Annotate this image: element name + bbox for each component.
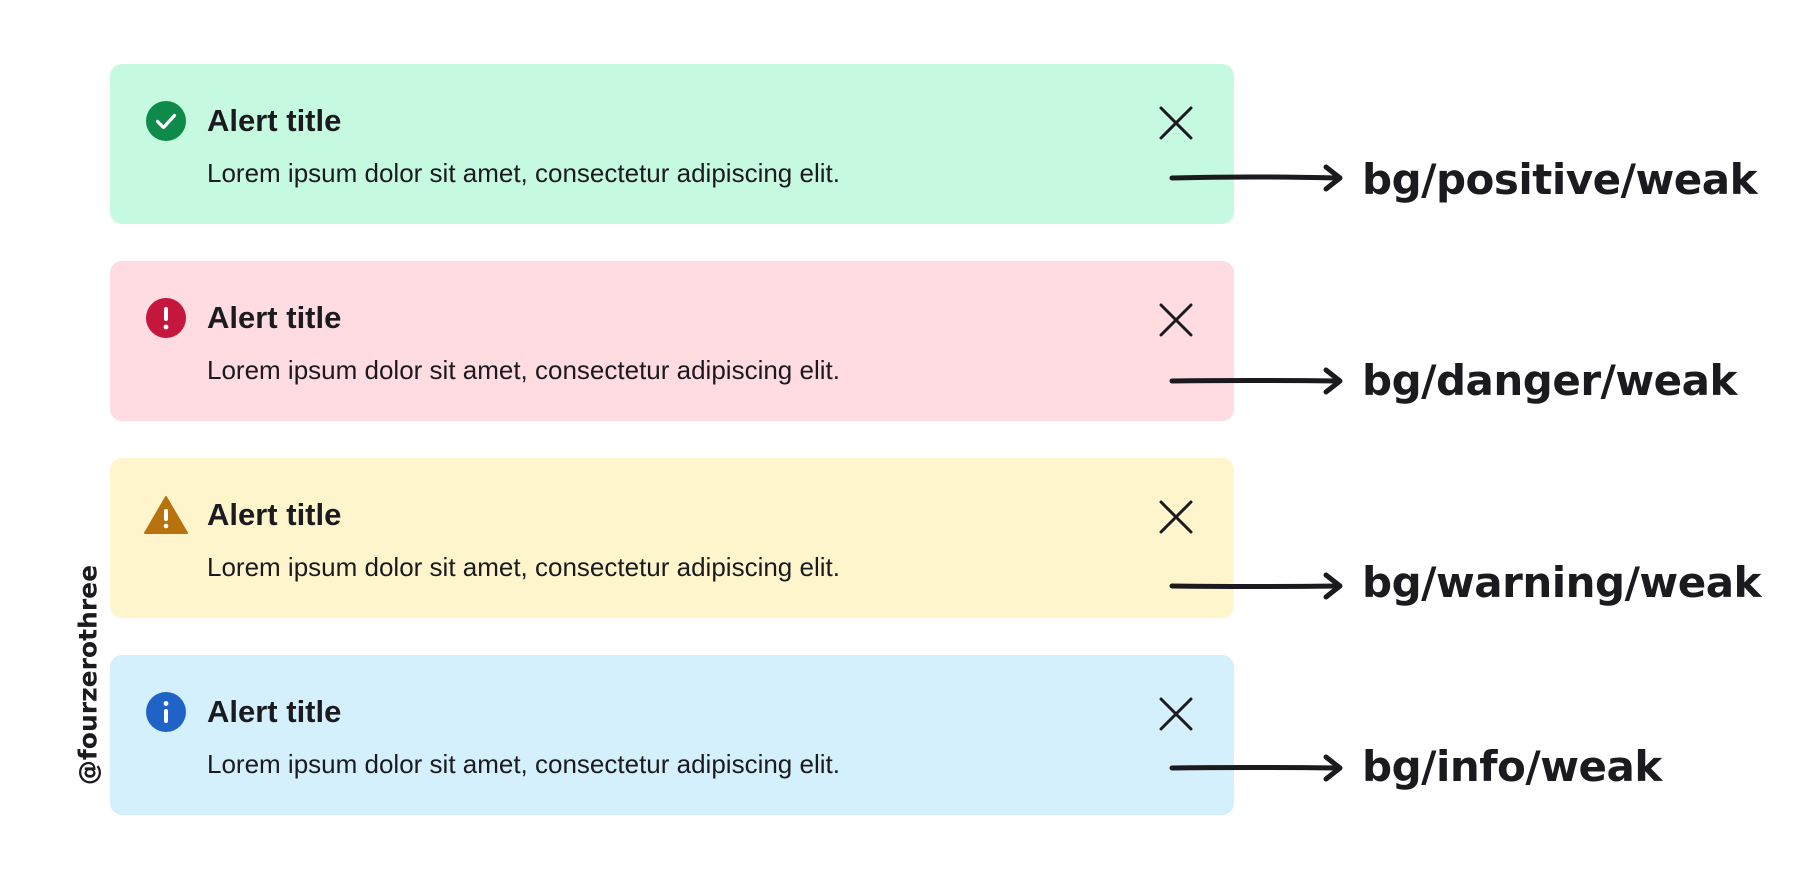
alert-title: Alert title	[207, 300, 342, 335]
close-icon[interactable]	[1159, 500, 1193, 534]
close-icon[interactable]	[1159, 106, 1193, 140]
check-circle-icon	[146, 101, 186, 141]
arrow-right-icon	[1169, 753, 1348, 783]
token-label: bg/info/weak	[1362, 742, 1662, 791]
alert-info: Alert title Lorem ipsum dolor sit amet, …	[110, 655, 1234, 815]
token-label: bg/danger/weak	[1362, 356, 1737, 405]
alert-title: Alert title	[207, 497, 342, 532]
alert-title: Alert title	[207, 694, 342, 729]
alert-warning: Alert title Lorem ipsum dolor sit amet, …	[110, 458, 1234, 618]
alert-message: Lorem ipsum dolor sit amet, consectetur …	[207, 749, 840, 779]
arrow-right-icon	[1169, 571, 1348, 601]
exclamation-circle-icon	[146, 298, 186, 338]
token-label: bg/warning/weak	[1362, 558, 1762, 607]
close-icon[interactable]	[1159, 697, 1193, 731]
info-circle-icon	[146, 692, 186, 732]
alert-danger: Alert title Lorem ipsum dolor sit amet, …	[110, 261, 1234, 421]
watermark: @fourzerothree	[73, 564, 103, 786]
arrow-right-icon	[1169, 366, 1348, 396]
alert-title: Alert title	[207, 103, 342, 138]
alert-positive: Alert title Lorem ipsum dolor sit amet, …	[110, 64, 1234, 224]
arrow-right-icon	[1169, 163, 1348, 193]
warning-triangle-icon	[144, 495, 188, 535]
close-icon[interactable]	[1159, 303, 1193, 337]
alert-message: Lorem ipsum dolor sit amet, consectetur …	[207, 158, 840, 188]
token-label: bg/positive/weak	[1362, 155, 1758, 204]
alert-message: Lorem ipsum dolor sit amet, consectetur …	[207, 552, 840, 582]
alert-message: Lorem ipsum dolor sit amet, consectetur …	[207, 355, 840, 385]
